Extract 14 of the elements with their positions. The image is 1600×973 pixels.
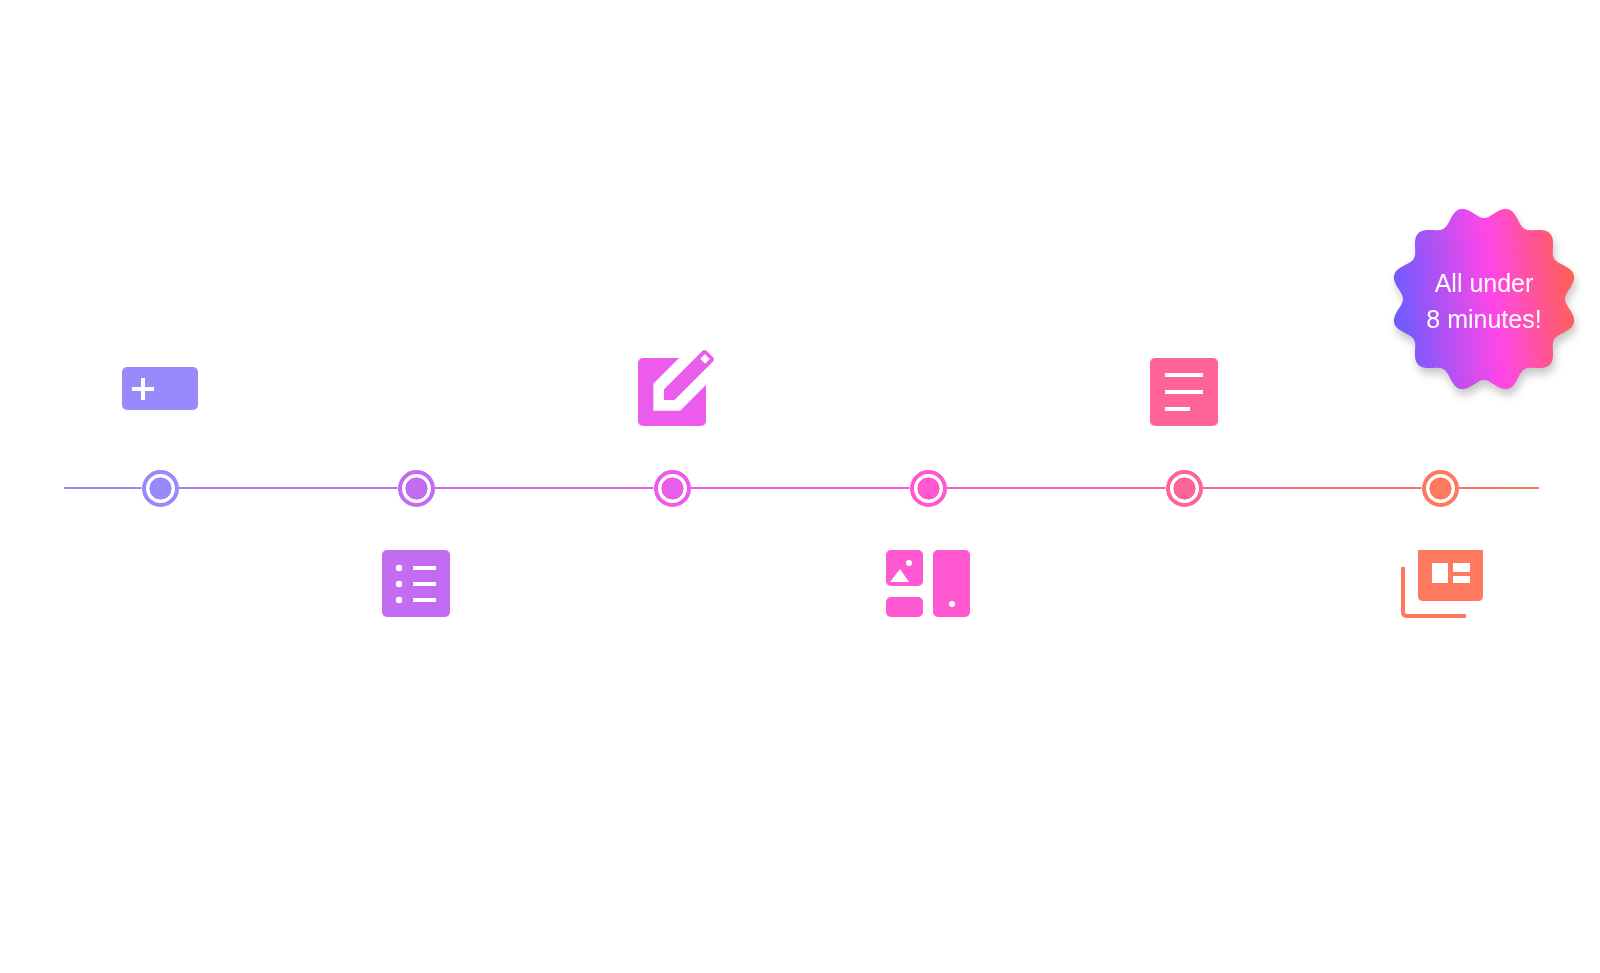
badge-text: All under 8 minutes!	[1425, 267, 1543, 335]
timeline-line	[1201, 487, 1423, 489]
timeline-marker	[653, 469, 691, 507]
timeline-line	[177, 487, 399, 489]
timeline-marker	[1421, 469, 1459, 507]
timeline-line	[689, 487, 911, 489]
timeline-marker	[141, 469, 179, 507]
timeline-marker	[397, 469, 435, 507]
timeline-line	[433, 487, 655, 489]
timeline-marker	[1165, 469, 1203, 507]
timeline-line	[1457, 487, 1540, 489]
timeline-marker	[909, 469, 947, 507]
timeline-line	[63, 487, 143, 489]
timeline-line	[945, 487, 1167, 489]
